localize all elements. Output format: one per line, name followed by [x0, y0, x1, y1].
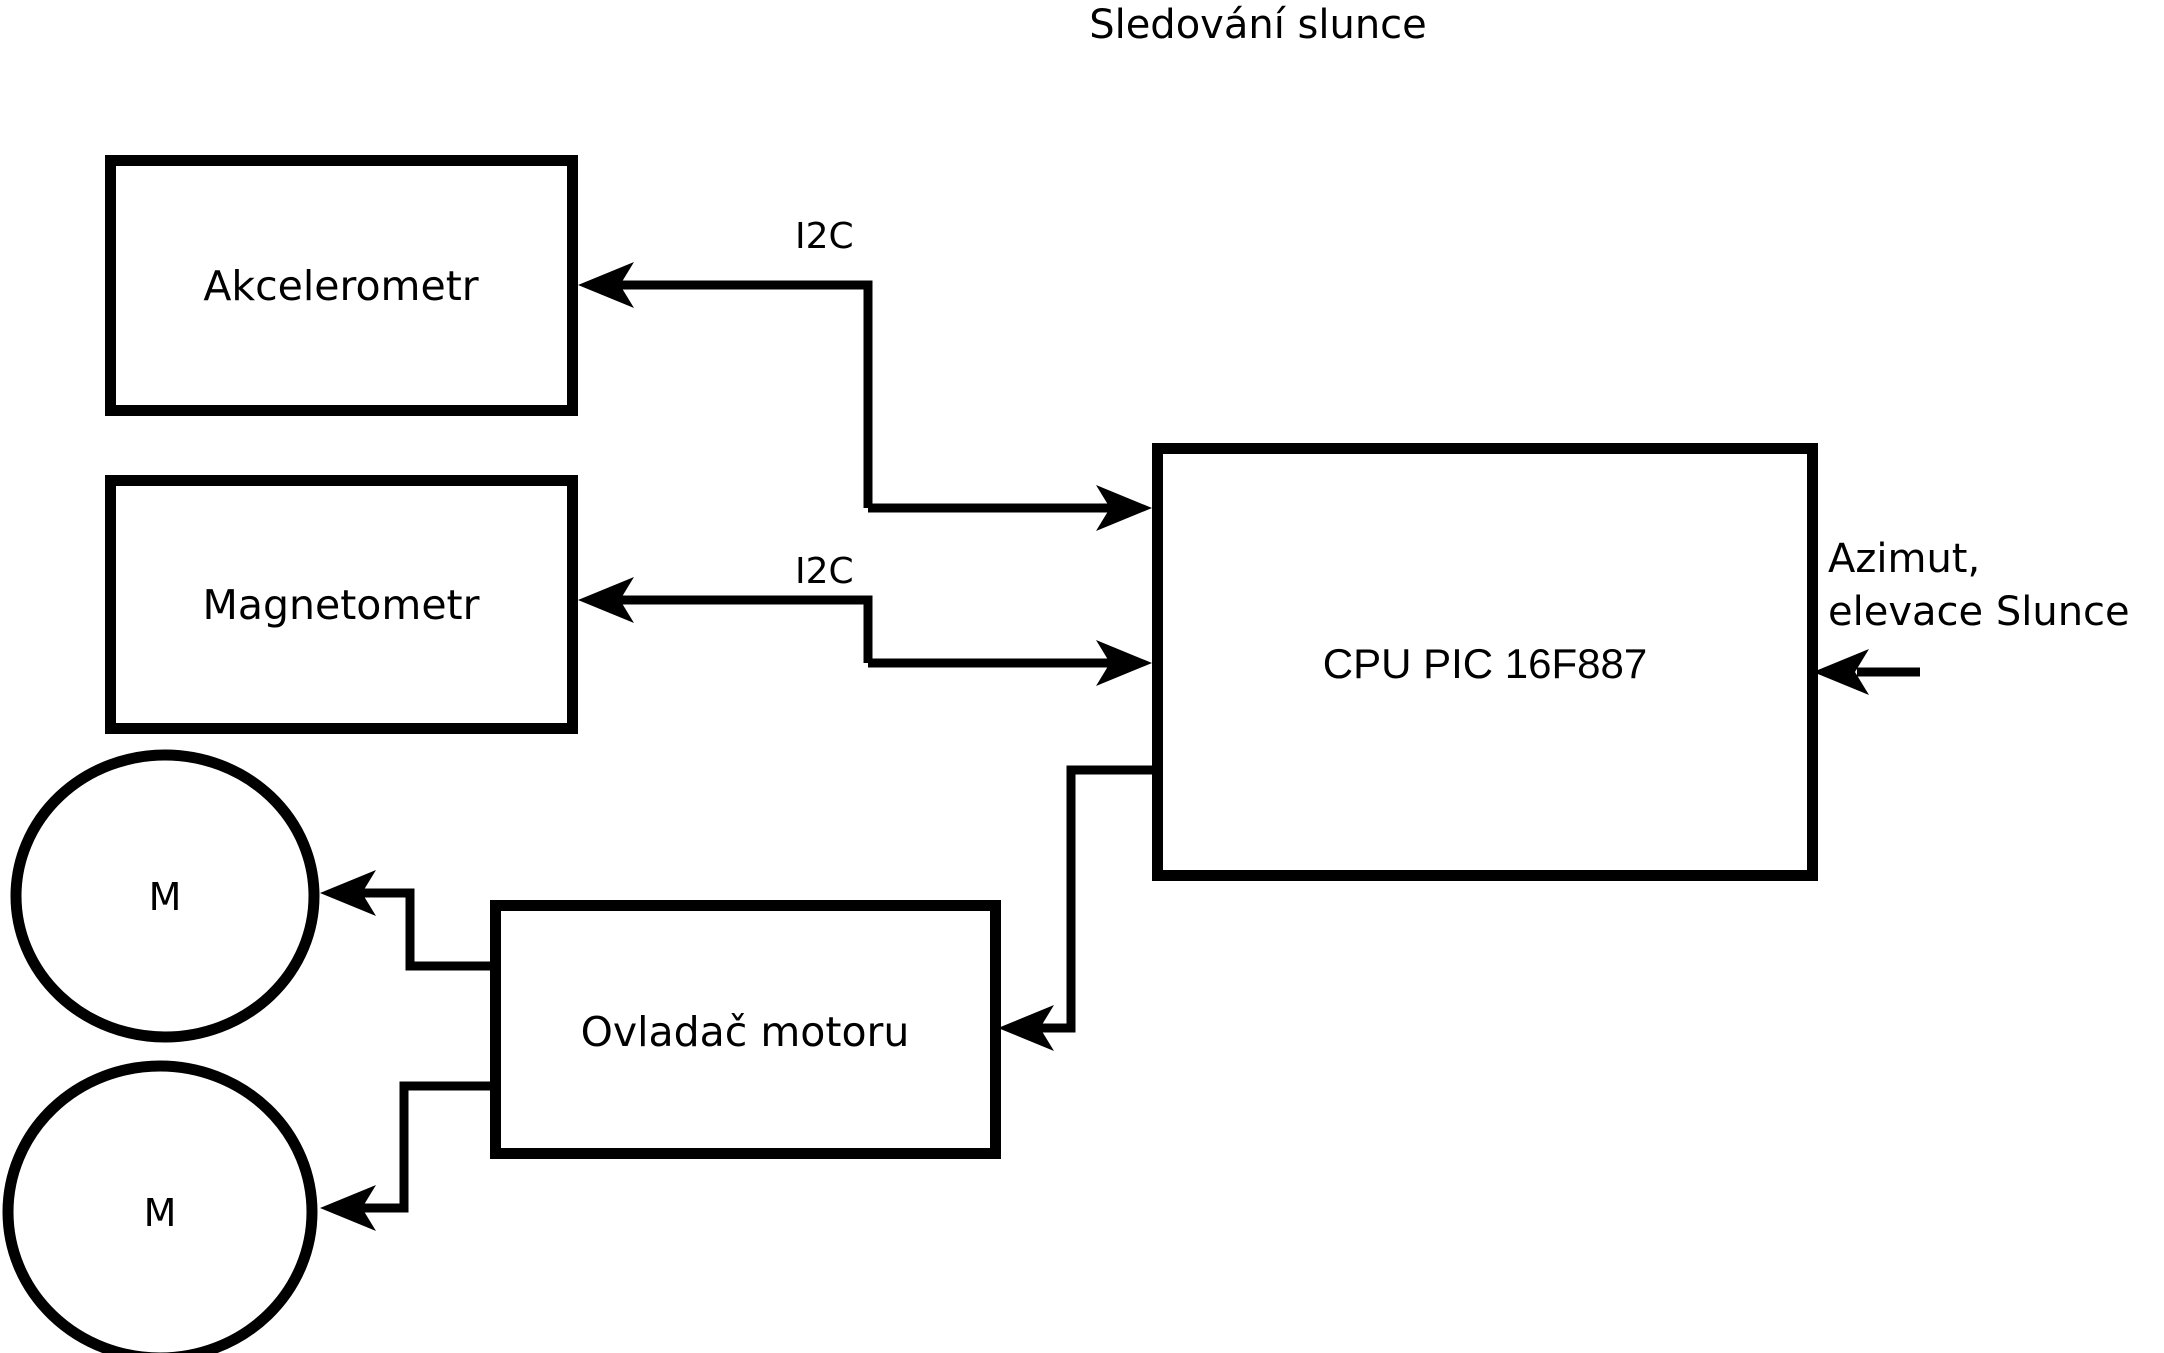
accelerometer-label: Akcelerometr	[203, 262, 478, 310]
cpu-motor-driver-path	[1020, 765, 1152, 1033]
motor-driver-motor-2-path	[345, 1081, 495, 1213]
motor-driver-motor-1-path	[345, 888, 495, 971]
arrowhead-into-cpu-top	[1096, 485, 1152, 531]
arrowhead-into-magnetometer	[578, 577, 634, 623]
cpu-accelerometer-path	[600, 280, 873, 508]
connector-cpu-to-accelerometer	[578, 262, 873, 508]
arrowhead-into-cpu-right	[1813, 649, 1869, 695]
connector-sun-input-to-cpu	[1813, 649, 1920, 695]
cpu-box	[1152, 443, 1818, 881]
node-motor-1[interactable]: M	[10, 749, 320, 1043]
node-magnetometer[interactable]: Magnetometr	[105, 475, 578, 734]
node-motor-driver[interactable]: Ovladač motoru	[490, 900, 1001, 1159]
edge-label-i2c-magnetometer: I2C	[795, 551, 854, 592]
connector-motor-driver-to-motor-2	[320, 1081, 495, 1231]
arrowhead-into-cpu-bottom	[1096, 640, 1152, 686]
connector-motor-driver-to-motor-1	[320, 870, 495, 971]
motor-1-circle	[10, 749, 320, 1043]
magnetometer-label: Magnetometr	[203, 581, 480, 629]
connector-magnetometer-to-cpu	[868, 640, 1152, 686]
arrowhead-into-motor-1	[320, 870, 376, 916]
motor-2-circle	[2, 1060, 318, 1353]
motor-driver-label: Ovladač motoru	[581, 1008, 910, 1056]
connector-cpu-to-magnetometer	[578, 577, 873, 663]
edge-label-i2c-accelerometer: I2C	[795, 216, 854, 257]
motor-1-label: M	[149, 875, 182, 919]
cpu-magnetometer-path	[600, 595, 873, 663]
node-accelerometer[interactable]: Akcelerometr	[105, 155, 578, 416]
arrowhead-into-motor-2	[320, 1185, 376, 1231]
node-motor-2[interactable]: M	[2, 1060, 318, 1353]
sun-input-label-line2: elevace Slunce	[1828, 589, 2130, 635]
motor-driver-box	[490, 900, 1001, 1159]
magnetometer-box	[105, 475, 578, 734]
sun-input-label-line1: Azimut,	[1828, 536, 1980, 582]
motor-2-label: M	[144, 1191, 177, 1235]
page-title: Sledování slunce	[1089, 2, 1427, 48]
cpu-label: CPU PIC 16F887	[1323, 640, 1647, 687]
accelerometer-box	[105, 155, 578, 416]
arrowhead-into-accelerometer	[578, 262, 634, 308]
connector-accelerometer-to-cpu	[868, 485, 1152, 531]
arrowhead-into-motor-driver	[998, 1005, 1054, 1051]
connector-cpu-to-motor-driver	[998, 765, 1152, 1051]
node-cpu[interactable]: CPU PIC 16F887	[1152, 443, 1818, 881]
